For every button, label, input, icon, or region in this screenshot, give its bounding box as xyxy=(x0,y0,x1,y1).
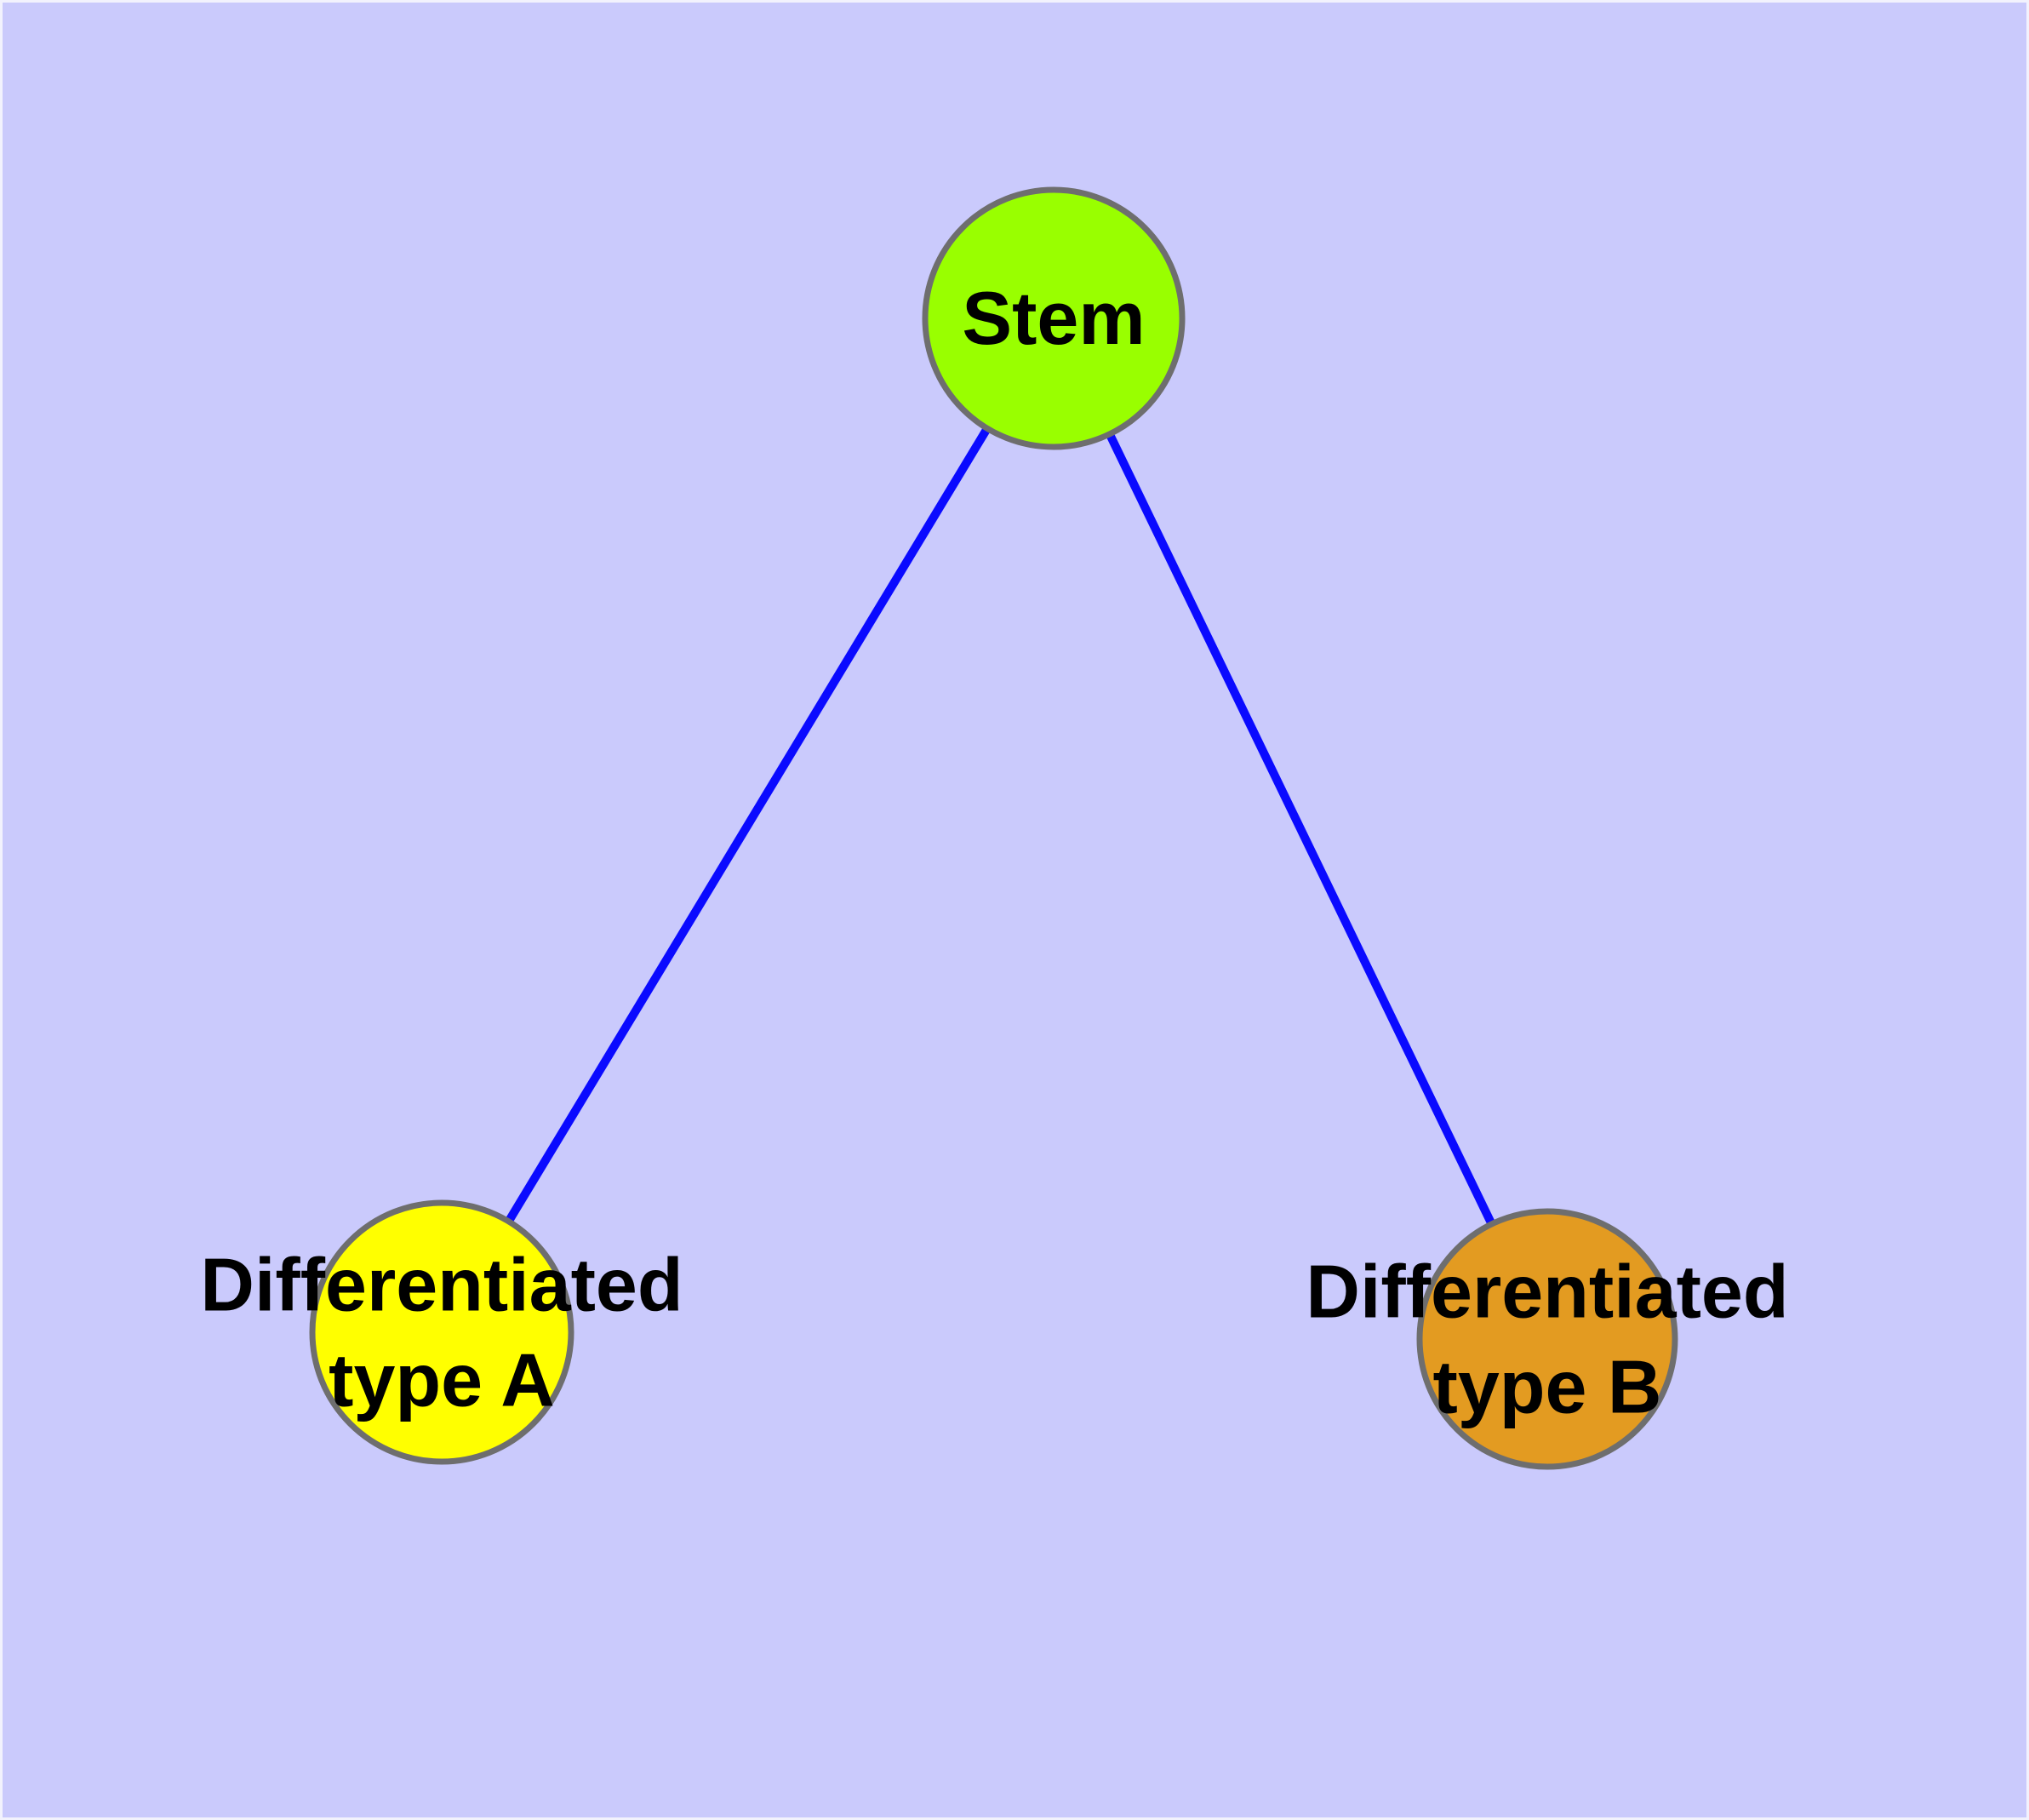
edge-stem-to-type-b xyxy=(1049,316,1552,1342)
node-label-type-b-line2: type B xyxy=(1432,1344,1662,1428)
node-label-type-b-line1: Differentiated xyxy=(1306,1249,1789,1334)
edge-stem-to-type-a xyxy=(437,316,1058,1335)
node-label-stem-text: Stem xyxy=(962,276,1146,361)
node-label-differentiated-type-b: Differentiated type B xyxy=(1306,1244,1788,1434)
node-differentiated-type-b xyxy=(1416,1208,1678,1470)
node-stem xyxy=(922,186,1186,450)
node-label-type-a-line2: type A xyxy=(329,1337,555,1422)
node-label-differentiated-type-a: Differentiated type A xyxy=(200,1237,683,1428)
node-label-type-a-line1: Differentiated xyxy=(200,1242,683,1327)
node-label-stem: Stem xyxy=(962,271,1145,366)
node-differentiated-type-a xyxy=(309,1199,574,1465)
